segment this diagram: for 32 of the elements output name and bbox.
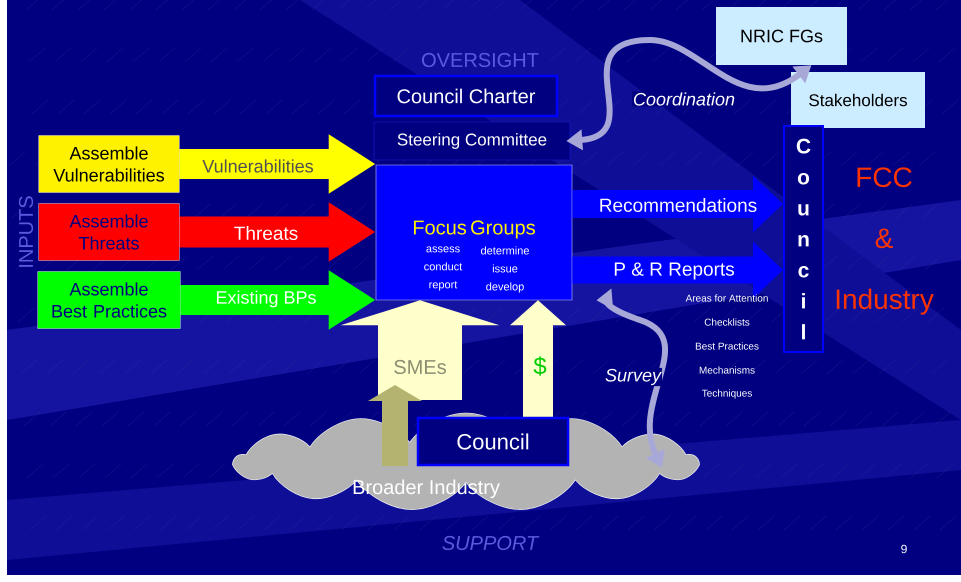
audience-text: FCC & Industry (836, 167, 934, 315)
edge-label: P & R Reports (614, 262, 734, 280)
input-box: Assemble Vulnerabilities (38, 135, 180, 193)
stakeholder-box: Stakeholders (791, 72, 925, 128)
charter-box: Council Charter (374, 74, 558, 118)
input-box: Assemble Threats (38, 203, 180, 261)
list-item: Mechanisms (700, 366, 755, 374)
edge-label: Vulnerabilities (202, 159, 314, 173)
focus-groups-box: Focus Groups assess conduct report determine issue develop (376, 164, 572, 300)
block-arrow (340, 300, 500, 400)
section-label: SUPPORT (442, 536, 540, 550)
page-number: 9 (901, 544, 907, 554)
edge-label: Threats (234, 226, 298, 240)
block-arrow (368, 385, 422, 466)
section-label: OVERSIGHT (422, 52, 538, 68)
group-box: NRIC FGs (716, 7, 847, 65)
edge-label: SMEs (394, 360, 446, 374)
edge-label: $ (534, 356, 546, 376)
edge-label: Coordination (632, 91, 736, 107)
committee-box: Steering Committee (374, 122, 570, 160)
input-box: Assemble Best Practices (37, 271, 181, 329)
council-bar: Council (783, 125, 824, 353)
list-item: Areas for Attention (686, 294, 768, 302)
edge-label: Survey (604, 368, 662, 386)
block-arrow (510, 300, 566, 417)
list-item: Techniques (702, 389, 752, 399)
edge-label: Recommendations (600, 198, 756, 212)
list-item: Best Practices (696, 342, 759, 350)
council-box: Council (416, 416, 570, 466)
section-label: INPUTS (18, 196, 34, 267)
list-item: Checklists (704, 318, 750, 326)
edge-label: Existing BPs (216, 290, 316, 308)
